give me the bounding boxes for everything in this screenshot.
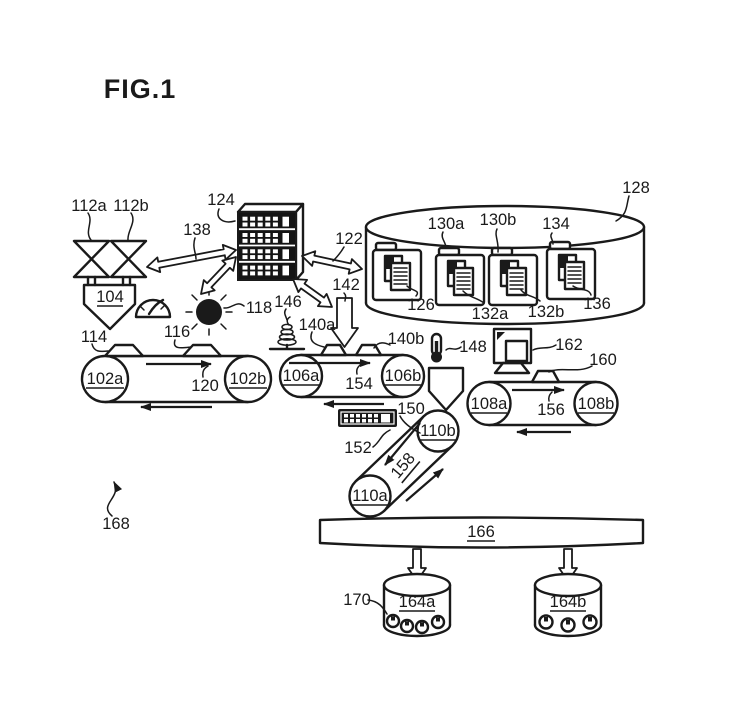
arrow-122 — [301, 250, 363, 275]
shield-icon — [427, 366, 465, 412]
conveyor-1 — [80, 343, 273, 411]
label-142: 142 — [332, 276, 360, 294]
label-164a: 164a — [399, 593, 437, 611]
label-108a: 108a — [471, 395, 509, 413]
spring-icon — [268, 316, 306, 351]
label-158-group: 158 — [387, 449, 421, 484]
drum-164b — [533, 572, 603, 638]
drum-164a-items — [385, 613, 446, 635]
label-110b: 110b — [420, 422, 455, 440]
conveyor1-item-114 — [103, 343, 145, 358]
label-166: 166 — [467, 523, 495, 541]
conveyor1-item-116 — [181, 343, 223, 358]
server-rack-icon — [236, 202, 305, 282]
thermometer-icon — [430, 332, 443, 363]
conveyor3-item-160 — [530, 369, 561, 384]
label-122: 122 — [335, 230, 363, 248]
hopper-icon — [82, 283, 137, 331]
label-126: 126 — [407, 296, 435, 314]
arrow-168 — [106, 481, 123, 517]
label-110a: 110a — [352, 487, 388, 505]
keypad-icon — [338, 409, 397, 427]
label-128: 128 — [622, 179, 650, 197]
label-156: 156 — [537, 401, 565, 419]
label-118: 118 — [246, 299, 272, 317]
figure-title: FIG.1 — [104, 74, 177, 104]
label-120: 120 — [191, 377, 219, 395]
label-104: 104 — [96, 288, 124, 306]
label-164b: 164b — [550, 593, 587, 611]
label-124: 124 — [207, 191, 235, 209]
label-132b: 132b — [528, 303, 565, 321]
label-106a: 106a — [283, 367, 321, 385]
folder-icon-1 — [371, 241, 423, 302]
label-112b: 112b — [113, 197, 148, 215]
data-flow-arrows — [146, 244, 363, 308]
label-146: 146 — [274, 293, 302, 311]
diagonal-conveyor — [348, 409, 460, 518]
roller-106a — [278, 353, 324, 399]
label-116: 116 — [164, 323, 190, 341]
label-170: 170 — [343, 591, 371, 609]
roller-102a — [80, 354, 130, 404]
label-136: 136 — [583, 295, 611, 313]
label-140b: 140b — [388, 330, 425, 348]
label-134: 134 — [542, 215, 570, 233]
label-140a: 140a — [299, 316, 337, 334]
reference-numerals: 112a 112b 124 138 122 128 130a 130b 134 … — [71, 179, 650, 612]
label-130b: 130b — [480, 211, 517, 229]
arrow-138 — [146, 244, 237, 273]
label-158: 158 — [387, 449, 418, 482]
burst-icon — [185, 288, 233, 336]
conveyor2-item-140b — [354, 343, 383, 357]
label-112a: 112a — [71, 197, 107, 215]
gauge-icon — [134, 298, 172, 319]
valve-b-icon — [109, 239, 148, 287]
conveyor-2 — [278, 343, 426, 408]
label-150: 150 — [397, 400, 425, 418]
valve-a-icon — [72, 239, 111, 287]
drum-164b-items — [538, 614, 598, 633]
label-106b: 106b — [385, 367, 422, 385]
down-arrow-142-icon — [330, 297, 359, 348]
label-148: 148 — [459, 338, 487, 356]
label-114: 114 — [81, 328, 107, 346]
roller-102b — [223, 354, 273, 404]
roller-106b — [380, 353, 426, 399]
label-132a: 132a — [472, 305, 510, 323]
label-168: 168 — [102, 515, 130, 533]
band-166 — [318, 516, 645, 549]
label-160: 160 — [589, 351, 617, 369]
leader-lines — [87, 195, 630, 615]
label-154: 154 — [345, 375, 373, 393]
label-102a: 102a — [87, 370, 125, 388]
roller-110a — [348, 474, 392, 518]
label-138: 138 — [183, 221, 211, 239]
roller-108a — [466, 380, 512, 427]
monitor-icon — [492, 327, 533, 375]
conveyor2-item-140a — [319, 343, 348, 357]
arrow-rack-142 — [292, 278, 333, 308]
label-162: 162 — [555, 336, 583, 354]
label-130a: 130a — [428, 215, 466, 233]
arrow-rack-burst — [200, 256, 237, 295]
label-102b: 102b — [230, 370, 267, 388]
drum-164a — [382, 572, 452, 638]
folder-icon-2 — [434, 246, 486, 307]
label-152: 152 — [344, 439, 372, 457]
roller-108b — [573, 380, 619, 427]
label-108b: 108b — [578, 395, 615, 413]
conveyor-3 — [466, 369, 619, 436]
